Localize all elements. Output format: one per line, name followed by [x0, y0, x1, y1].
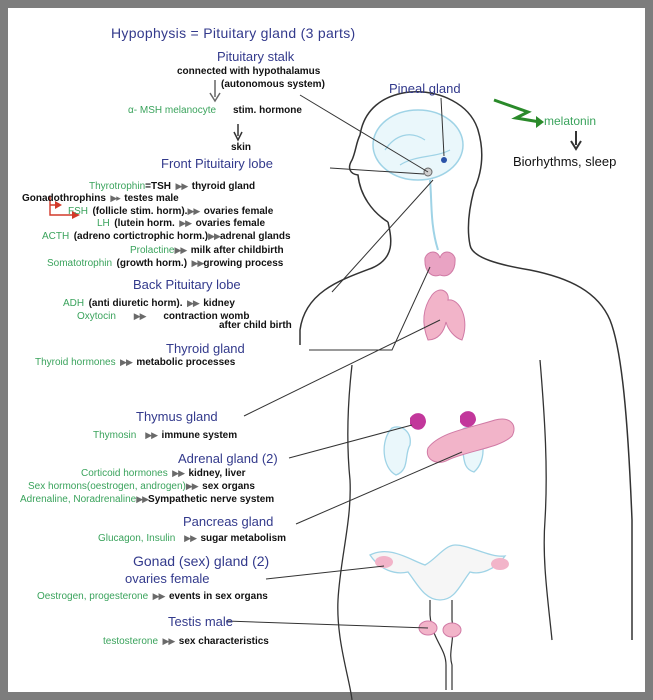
- msh-label: stim. hormone: [233, 106, 302, 116]
- leader-thyroid: [309, 267, 430, 350]
- testis-heading: Testis male: [168, 615, 233, 628]
- stalk-heading: Pituitary stalk: [217, 50, 294, 63]
- gonad-row: Oestrogen, progesterone ▶▶ events in sex…: [37, 587, 268, 603]
- leader-gonad: [266, 566, 384, 579]
- adrenal-left-icon: [410, 413, 426, 430]
- adrenal-right-icon: [460, 411, 476, 427]
- melatonin-effect: Biorhythms, sleep: [513, 155, 616, 168]
- leader-thymus: [244, 320, 440, 416]
- back-heading: Back Pituitary lobe: [133, 278, 241, 291]
- leader-back: [332, 180, 433, 292]
- ovary-right-icon: [491, 558, 509, 570]
- adrenal-row-3: Adrenaline, Noradrenaline▶▶Sympathetic n…: [20, 490, 274, 506]
- stalk-line1: connected with hypothalamus: [177, 67, 320, 77]
- leader-testis: [226, 621, 428, 628]
- msh-hormone: α- MSH melanocyte: [128, 106, 216, 116]
- stalk-line2: (autonomous system): [221, 80, 325, 90]
- melatonin-down-arrow-icon: [571, 131, 581, 149]
- melatonin-label: melatonin: [544, 115, 596, 127]
- pancreas-row: Glucagon, Insulin ▶▶ sugar metabolism: [98, 529, 286, 545]
- thyroid-icon: [425, 252, 455, 276]
- diagram-title: Hypophysis = Pituitary gland (3 parts): [111, 26, 355, 40]
- pineal-icon: [441, 157, 447, 163]
- back-row-oxytocin-2: after child birth: [219, 321, 292, 331]
- torso-left: [338, 365, 352, 700]
- thyroid-row: Thyroid hormones ▶▶ metabolic processes: [35, 353, 235, 369]
- body-outline-left: [300, 222, 391, 345]
- front-heading: Front Pituitairy lobe: [161, 157, 273, 170]
- gonad-sub: ovaries female: [125, 572, 210, 585]
- skin-down-arrow-icon: [234, 124, 242, 140]
- kidney-left-icon: [384, 427, 410, 475]
- testis-right-icon: [443, 623, 461, 637]
- thymus-row: Thymosin ▶▶ immune system: [93, 426, 237, 442]
- thymus-icon: [424, 290, 465, 340]
- leader-pancreas: [296, 452, 462, 524]
- torso-right: [540, 360, 552, 640]
- uterus-icon: [370, 545, 505, 600]
- pineal-heading: Pineal gland: [389, 82, 461, 95]
- pancreas-heading: Pancreas gland: [183, 515, 273, 528]
- brain-icon: [373, 110, 463, 180]
- gonad-heading: Gonad (sex) gland (2): [133, 554, 269, 568]
- testis-row: testosterone ▶▶ sex characteristics: [103, 632, 269, 648]
- penis-icon: [430, 600, 446, 690]
- front-row-somato: Somatotrophin (growth horm.) ▶▶growing p…: [47, 254, 283, 270]
- melatonin-arrow-icon: [494, 100, 540, 122]
- skin-label: skin: [231, 143, 251, 153]
- thymus-heading: Thymus gland: [136, 410, 218, 423]
- stalk-down-arrow-icon: [210, 80, 220, 101]
